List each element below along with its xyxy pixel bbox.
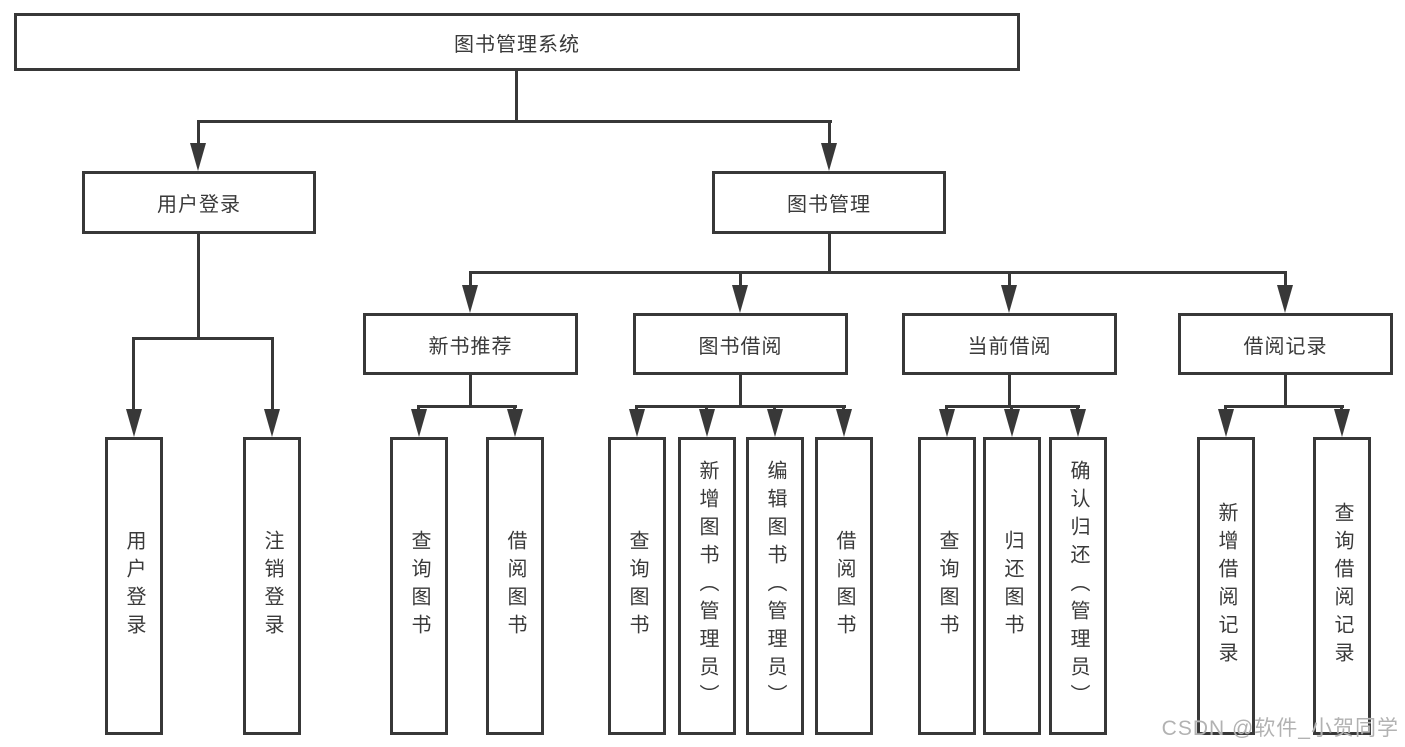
connector-line <box>828 120 831 148</box>
leaf-user-login: 用户登录 <box>105 437 163 735</box>
connector-line <box>469 271 472 290</box>
leaf-label: 归还图书 <box>1001 530 1023 642</box>
leaf-return-book: 归还图书 <box>983 437 1041 735</box>
arrowhead-down-icon <box>836 409 852 437</box>
leaf-label: 查询图书 <box>936 530 958 642</box>
leaf-label: 确认归还（管理员） <box>1067 460 1089 712</box>
leaf-label: 借阅图书 <box>833 530 855 642</box>
connector-line <box>739 271 742 290</box>
arrowhead-down-icon <box>1001 285 1017 313</box>
connector-line <box>469 373 472 408</box>
leaf-label: 新增图书（管理员） <box>696 460 718 712</box>
leaf-label: 注销登录 <box>261 530 283 642</box>
leaf-label: 借阅图书 <box>504 530 526 642</box>
connector-line <box>417 405 517 408</box>
arrowhead-down-icon <box>462 285 478 313</box>
leaf-add-book-admin: 新增图书（管理员） <box>678 437 736 735</box>
connector-line <box>197 120 200 148</box>
node-label: 图书管理系统 <box>454 33 580 56</box>
leaf-query-borrow-record: 查询借阅记录 <box>1313 437 1371 735</box>
arrowhead-down-icon <box>190 143 206 171</box>
arrowhead-down-icon <box>629 409 645 437</box>
connector-line <box>271 337 274 413</box>
arrowhead-down-icon <box>1277 285 1293 313</box>
node-new-book-recommend: 新书推荐 <box>363 313 578 375</box>
connector-line <box>515 68 518 123</box>
csdn-watermark: CSDN @软件_小贺同学 <box>1161 717 1399 740</box>
leaf-edit-book-admin: 编辑图书（管理员） <box>746 437 804 735</box>
node-library-system: 图书管理系统 <box>14 13 1020 71</box>
leaf-borrow-books-recommend: 借阅图书 <box>486 437 544 735</box>
connector-line <box>635 405 846 408</box>
leaf-confirm-return-admin: 确认归还（管理员） <box>1049 437 1107 735</box>
leaf-label: 查询图书 <box>408 530 430 642</box>
node-label: 图书借阅 <box>698 335 783 358</box>
node-label: 当前借阅 <box>967 335 1052 358</box>
node-label: 借阅记录 <box>1243 335 1328 358</box>
node-label: 用户登录 <box>157 194 241 216</box>
leaf-query-books-borrow: 查询图书 <box>608 437 666 735</box>
connector-line <box>1224 405 1344 408</box>
arrowhead-down-icon <box>1218 409 1234 437</box>
connector-line <box>1284 373 1287 408</box>
leaf-label: 查询图书 <box>626 530 648 642</box>
arrowhead-down-icon <box>821 143 837 171</box>
arrowhead-down-icon <box>767 409 783 437</box>
connector-line <box>132 337 274 340</box>
arrowhead-down-icon <box>126 409 142 437</box>
node-label: 新书推荐 <box>428 335 513 358</box>
connector-line <box>197 231 200 340</box>
leaf-add-borrow-record: 新增借阅记录 <box>1197 437 1255 735</box>
connector-line <box>469 271 1287 274</box>
leaf-label: 查询借阅记录 <box>1331 502 1353 670</box>
leaf-label: 新增借阅记录 <box>1215 502 1237 670</box>
arrowhead-down-icon <box>1004 409 1020 437</box>
leaf-borrow-books: 借阅图书 <box>815 437 873 735</box>
connector-line <box>1284 271 1287 290</box>
connector-line <box>1008 271 1011 290</box>
node-borrow-records: 借阅记录 <box>1178 313 1393 375</box>
node-current-borrow: 当前借阅 <box>902 313 1117 375</box>
leaf-query-books-current: 查询图书 <box>918 437 976 735</box>
node-book-borrow: 图书借阅 <box>633 313 848 375</box>
node-user-login: 用户登录 <box>82 171 316 234</box>
arrowhead-down-icon <box>699 409 715 437</box>
connector-line <box>739 373 742 408</box>
connector-line <box>828 231 831 274</box>
leaf-label: 用户登录 <box>123 530 145 642</box>
leaf-query-books-recommend: 查询图书 <box>390 437 448 735</box>
arrowhead-down-icon <box>264 409 280 437</box>
connector-line <box>132 337 135 413</box>
arrowhead-down-icon <box>939 409 955 437</box>
node-label: 图书管理 <box>787 194 871 216</box>
arrowhead-down-icon <box>507 409 523 437</box>
connector-line <box>197 120 832 123</box>
arrowhead-down-icon <box>732 285 748 313</box>
connector-line <box>1008 373 1011 408</box>
arrowhead-down-icon <box>1334 409 1350 437</box>
node-book-management: 图书管理 <box>712 171 946 234</box>
arrowhead-down-icon <box>1070 409 1086 437</box>
arrowhead-down-icon <box>411 409 427 437</box>
leaf-logout: 注销登录 <box>243 437 301 735</box>
leaf-label: 编辑图书（管理员） <box>764 460 786 712</box>
